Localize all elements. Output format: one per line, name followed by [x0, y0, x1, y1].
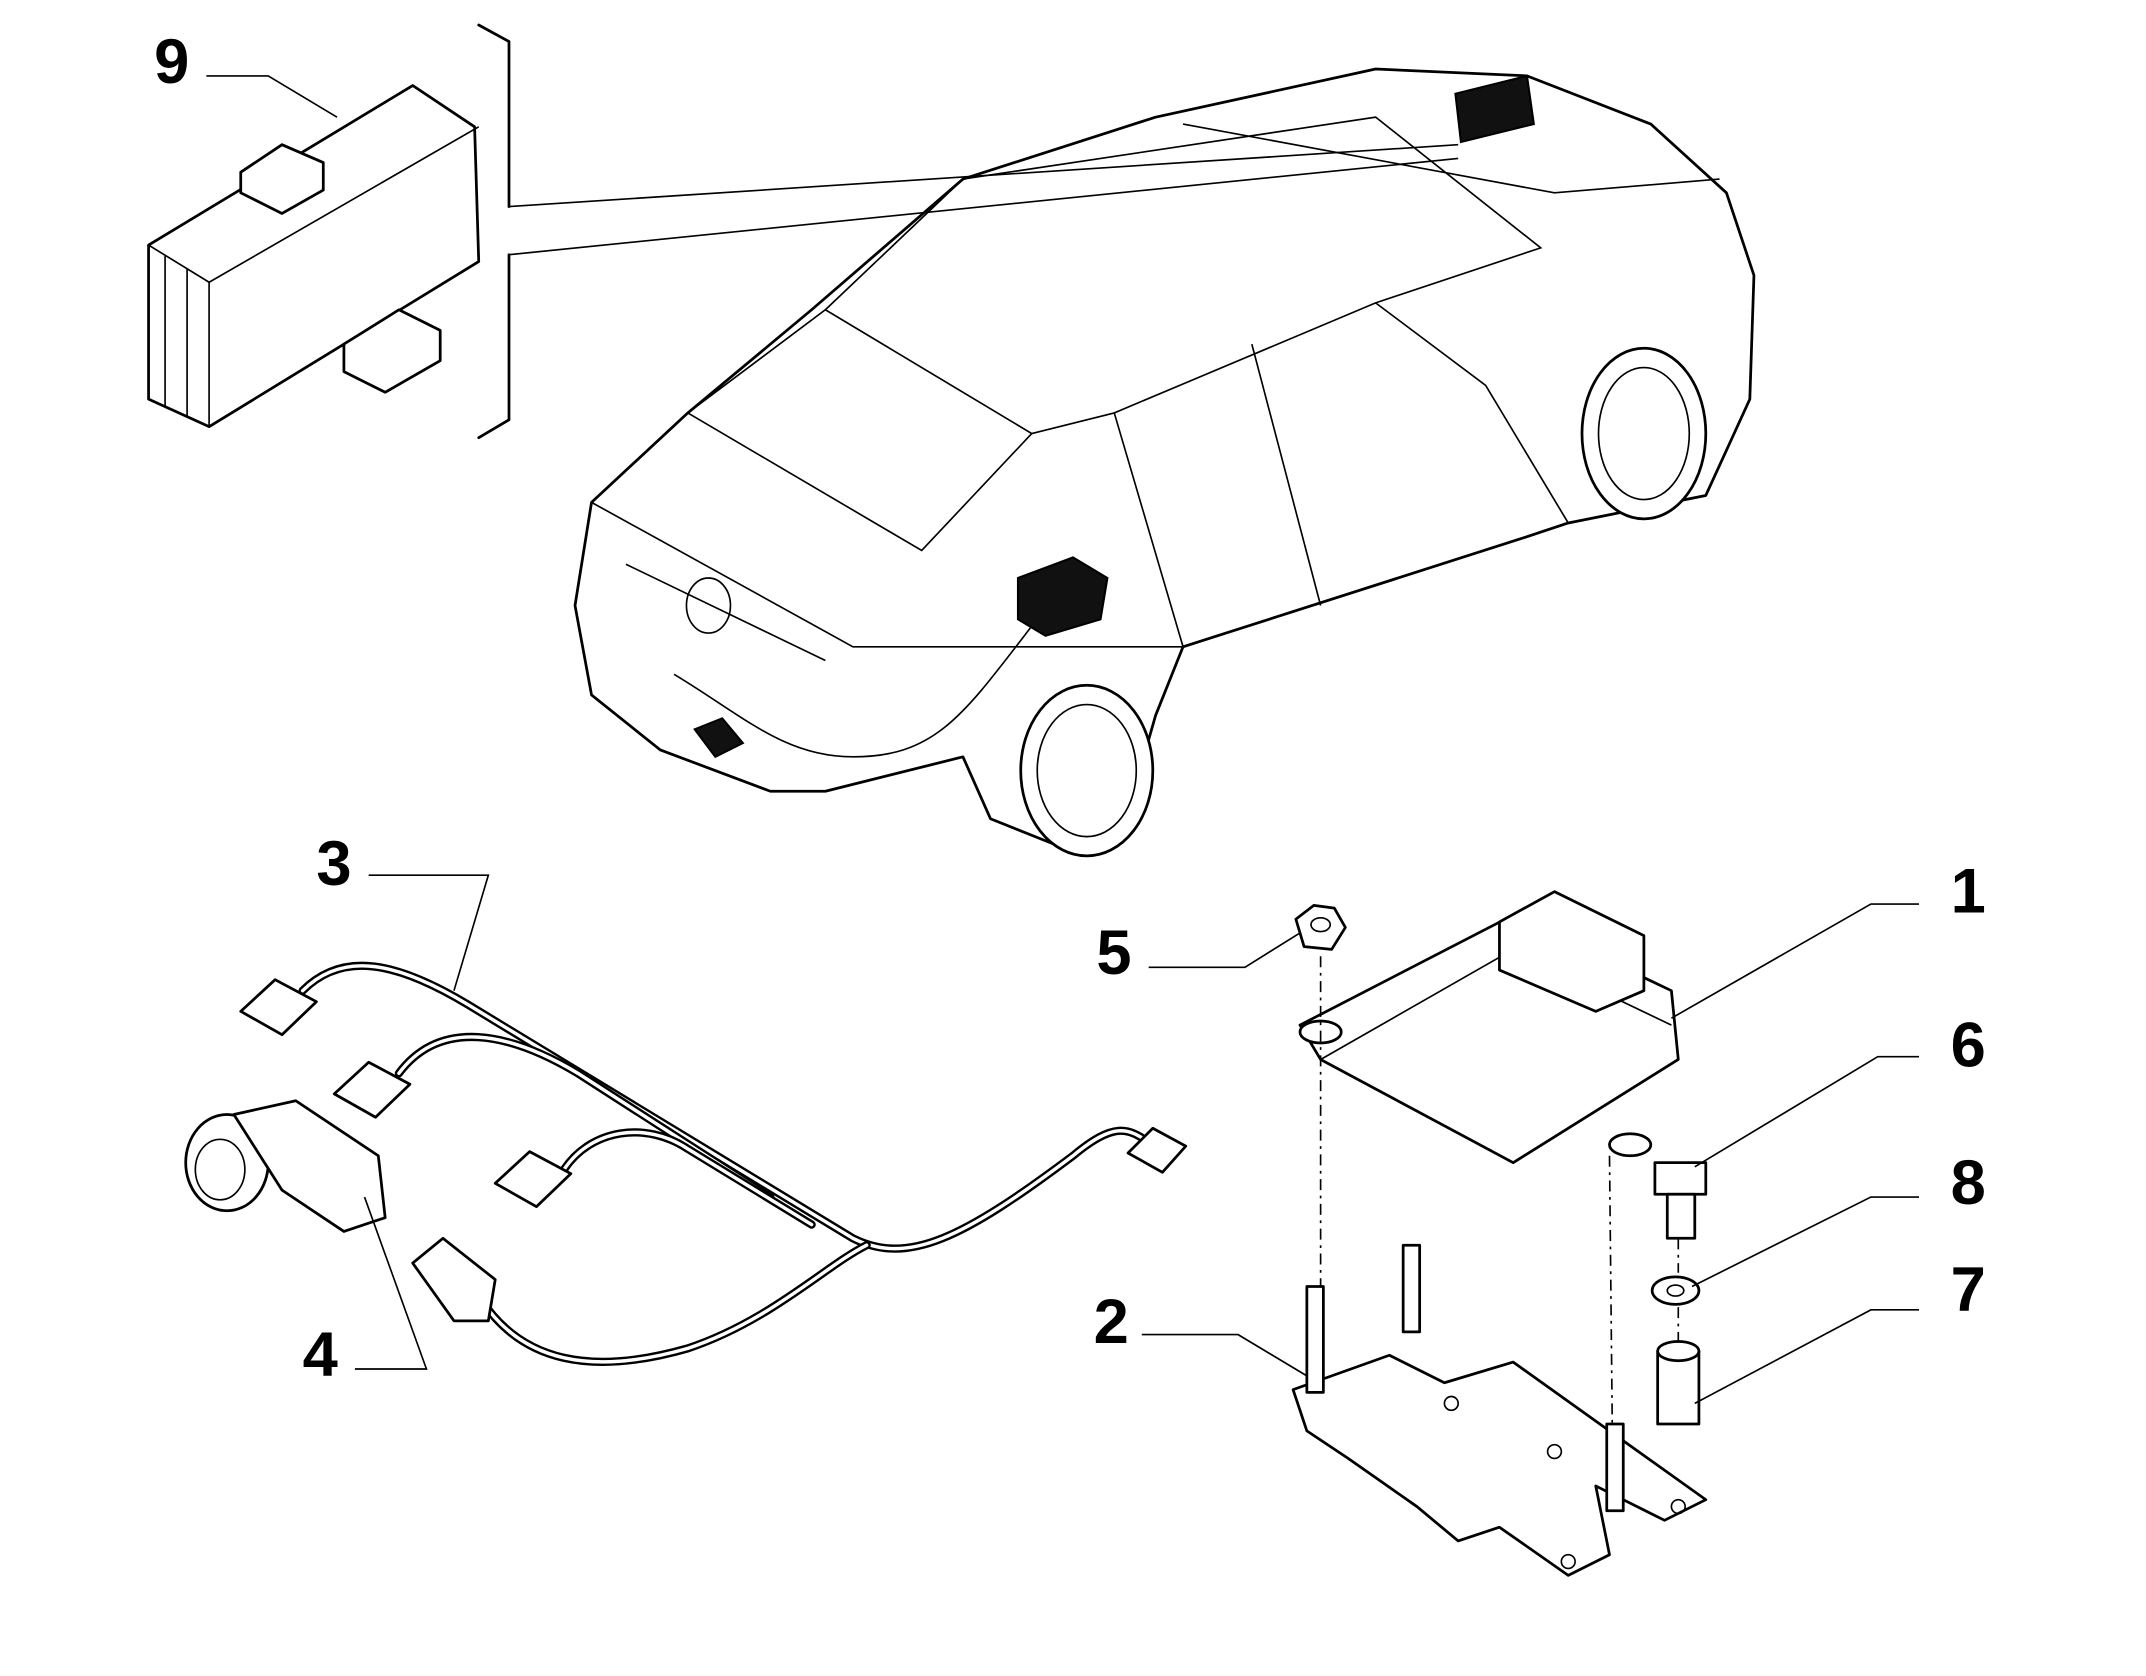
callout-7: 7	[1951, 1255, 1986, 1325]
leader-lines	[206, 75, 1920, 1405]
bracket-callout-9	[477, 23, 1459, 440]
part-3-wiring-harness[interactable]	[239, 961, 1188, 1366]
callout-8: 8	[1951, 1148, 1986, 1218]
callout-4: 4	[303, 1320, 338, 1390]
callout-6: 6	[1951, 1010, 1986, 1080]
callout-9: 9	[154, 27, 189, 97]
callout-1: 1	[1951, 856, 1986, 926]
assembly-axis-lines	[1319, 956, 1680, 1425]
part-8-washer[interactable]	[1650, 1275, 1701, 1306]
callout-labels: 9 3 1 5 6 8 7 2 4	[154, 27, 1986, 1390]
car-illustration	[573, 67, 1756, 858]
part-2-bracket[interactable]	[1291, 1243, 1708, 1577]
part-6-bolt[interactable]	[1653, 1161, 1708, 1240]
callout-3: 3	[316, 829, 351, 899]
part-7-spacer[interactable]	[1656, 1340, 1701, 1426]
callout-2: 2	[1094, 1287, 1129, 1357]
part-4-parking-sensor[interactable]	[184, 1099, 387, 1233]
part-1-ecu[interactable]	[1298, 890, 1680, 1165]
callout-5: 5	[1096, 918, 1131, 988]
part-9-control-module[interactable]	[147, 84, 481, 429]
part-5-nut[interactable]	[1294, 904, 1347, 951]
